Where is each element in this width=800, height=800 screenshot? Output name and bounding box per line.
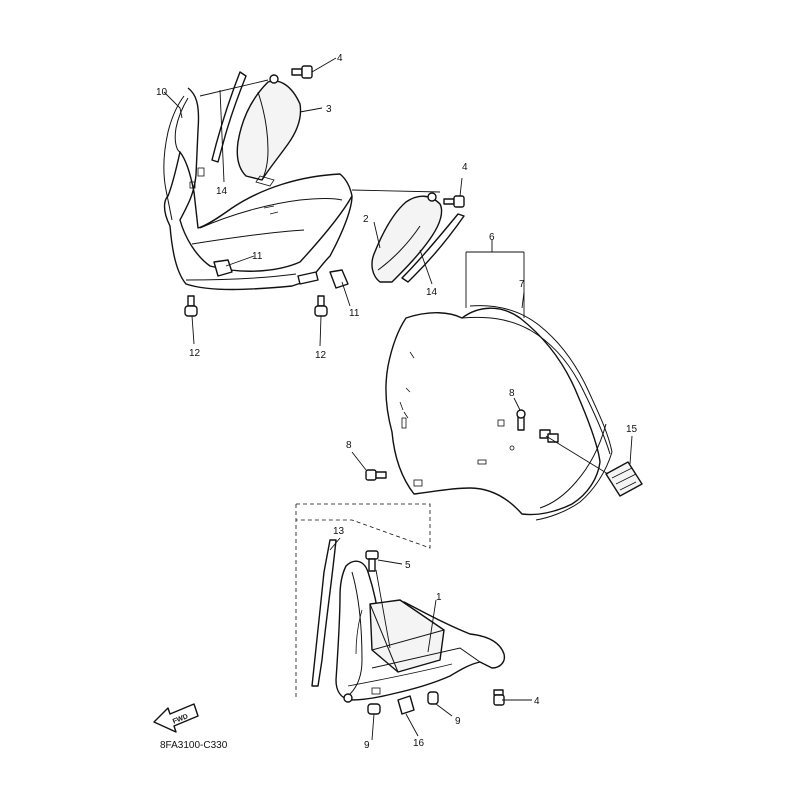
callout-11-right: 11 xyxy=(349,308,360,319)
trim-strip-13 xyxy=(311,539,337,687)
callout-2: 2 xyxy=(363,214,369,225)
clip-16 xyxy=(397,695,415,715)
callout-13: 13 xyxy=(333,526,345,537)
upper-cowling xyxy=(163,87,353,291)
callout-labels: 1 2 3 4 4 4 5 6 7 8 8 9 9 10 11 11 12 12… xyxy=(156,53,638,751)
callout-4-top: 4 xyxy=(337,53,343,64)
inner-panel-right xyxy=(371,192,443,283)
bolt-4-mid xyxy=(443,195,465,208)
callout-5: 5 xyxy=(405,560,411,571)
seal-strip-left xyxy=(211,71,247,163)
callout-16: 16 xyxy=(413,738,425,749)
callout-15: 15 xyxy=(626,424,638,435)
callout-4-mid: 4 xyxy=(462,162,468,173)
callout-3: 3 xyxy=(326,104,332,115)
screw-8-right xyxy=(509,409,526,451)
screw-12-right xyxy=(314,295,328,317)
callout-14-right: 14 xyxy=(426,287,438,298)
screw-5 xyxy=(365,550,379,572)
callout-4-bottom: 4 xyxy=(534,696,540,707)
grommet-pair xyxy=(539,429,559,443)
bolt-9-center xyxy=(367,703,381,715)
callout-12-right: 12 xyxy=(315,350,327,361)
fwd-arrow-icon: FWD xyxy=(153,703,199,733)
caution-label-15 xyxy=(605,461,643,497)
callout-8-right: 8 xyxy=(509,388,515,399)
windshield xyxy=(385,305,613,521)
clip-nut-11-right xyxy=(297,269,349,289)
inner-cowl xyxy=(335,560,506,703)
callout-7: 7 xyxy=(519,279,525,290)
screw-12-left xyxy=(184,295,198,317)
callout-8-left: 8 xyxy=(346,440,352,451)
callout-12-left: 12 xyxy=(189,348,201,359)
bolt-9-right xyxy=(427,691,439,705)
callout-10: 10 xyxy=(156,87,168,98)
bolt-4-top xyxy=(291,65,313,79)
callout-6: 6 xyxy=(489,232,495,243)
leader-lines xyxy=(163,57,633,741)
callout-9-right: 9 xyxy=(455,716,461,727)
screw-8-left xyxy=(365,469,387,481)
part-code-label: 8FA3100-C330 xyxy=(160,740,228,751)
clip-nut-11-left xyxy=(213,259,233,277)
bolt-4-bottom xyxy=(493,689,505,706)
mounting-outline xyxy=(295,503,431,698)
callout-1: 1 xyxy=(436,592,442,603)
inner-panel-left xyxy=(236,74,302,187)
callout-9-center: 9 xyxy=(364,740,370,751)
seal-strip-right xyxy=(401,213,465,283)
callout-14-left: 14 xyxy=(216,186,228,197)
callout-11-left: 11 xyxy=(252,251,263,262)
